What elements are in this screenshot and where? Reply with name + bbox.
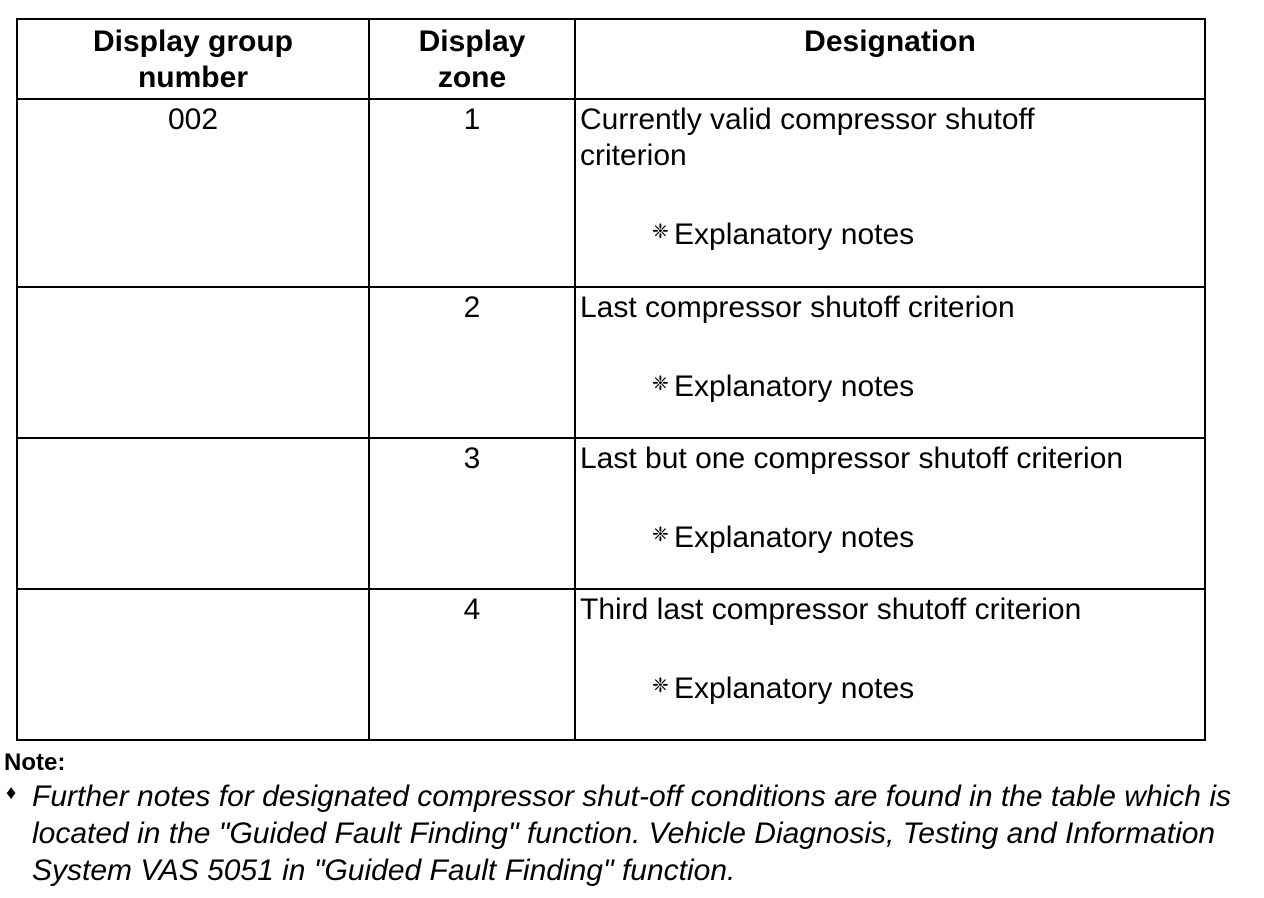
explanatory-notes-label: Explanatory notes: [674, 672, 915, 705]
header-group-line1: Display group: [92, 25, 294, 58]
footer-note: Note: ♦ Further notes for designated com…: [4, 748, 1254, 889]
explanatory-notes-link[interactable]: ❈Explanatory notes: [652, 517, 1204, 556]
group-number-cell: [16, 588, 370, 741]
designation-cell: Last but one compressor shutoff criterio…: [574, 437, 1206, 590]
explanatory-notes-label: Explanatory notes: [674, 521, 915, 554]
bullet-icon: ❈: [652, 373, 669, 395]
table-row: 3 Last but one compressor shutoff criter…: [16, 437, 1206, 590]
note-body: ♦ Further notes for designated compresso…: [4, 778, 1254, 889]
header-zone-line2: zone: [437, 61, 507, 94]
explanatory-notes-link[interactable]: ❈Explanatory notes: [652, 366, 1204, 405]
display-zone-cell: 3: [368, 437, 576, 590]
designation-cell: Last compressor shutoff criterion ❈Expla…: [574, 286, 1206, 439]
display-group-table: Display group number Display zone Design…: [16, 18, 1206, 741]
bullet-icon: ❈: [652, 675, 669, 697]
group-number-cell: [16, 437, 370, 590]
designation-text: Last compressor shutoff criterion: [580, 291, 1015, 324]
note-title: Note:: [4, 749, 66, 776]
designation-line1: Currently valid compressor shutoff: [580, 103, 1035, 136]
display-zone-cell: 4: [368, 588, 576, 741]
designation-cell: Third last compressor shutoff criterion …: [574, 588, 1206, 741]
display-zone-cell: 1: [368, 98, 576, 288]
group-number-cell: [16, 286, 370, 439]
designation-text: Last but one compressor shutoff criterio…: [580, 442, 1124, 475]
header-display-group-number: Display group number: [16, 18, 370, 100]
diamond-bullet-icon: ♦: [6, 782, 17, 804]
explanatory-notes-label: Explanatory notes: [674, 370, 915, 403]
display-zone-cell: 2: [368, 286, 576, 439]
bullet-icon: ❈: [652, 221, 669, 243]
group-number-cell: 002: [16, 98, 370, 288]
designation-line2: criterion: [580, 139, 687, 172]
table-header-row: Display group number Display zone Design…: [16, 18, 1206, 100]
explanatory-notes-link[interactable]: ❈Explanatory notes: [652, 214, 1204, 253]
bullet-icon: ❈: [652, 524, 669, 546]
explanatory-notes-label: Explanatory notes: [674, 218, 915, 251]
designation-cell: Currently valid compressor shutoff crite…: [574, 98, 1206, 288]
table-row: 002 1 Currently valid compressor shutoff…: [16, 98, 1206, 288]
table-row: 2 Last compressor shutoff criterion ❈Exp…: [16, 286, 1206, 439]
header-group-line2: number: [137, 61, 248, 94]
table-row: 4 Third last compressor shutoff criterio…: [16, 588, 1206, 741]
header-zone-line1: Display: [418, 25, 526, 58]
explanatory-notes-link[interactable]: ❈Explanatory notes: [652, 668, 1204, 707]
note-text: Further notes for designated compressor …: [32, 780, 1231, 887]
header-designation: Designation: [574, 18, 1206, 100]
designation-text: Third last compressor shutoff criterion: [580, 593, 1082, 626]
header-display-zone: Display zone: [368, 18, 576, 100]
